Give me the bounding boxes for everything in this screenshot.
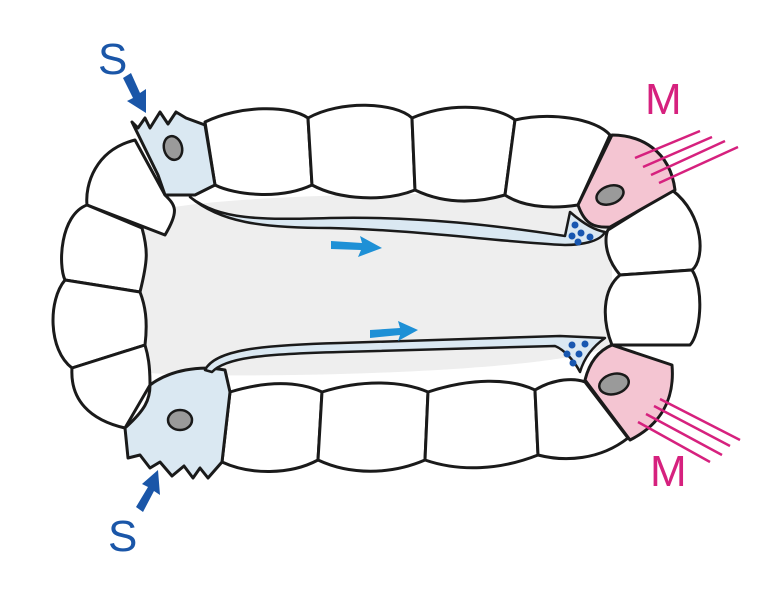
vesicle xyxy=(581,340,589,348)
epithelial-cell xyxy=(503,115,612,209)
motor-label-top: M xyxy=(645,75,682,124)
motor-label-bottom: M xyxy=(650,447,687,496)
epithelial-cell xyxy=(203,107,314,196)
neurite-top xyxy=(188,195,607,247)
epithelial-cell xyxy=(603,268,702,347)
nucleus xyxy=(162,134,184,162)
stimulus-arrow-icon xyxy=(136,470,160,512)
vesicle xyxy=(577,229,585,237)
nucleus xyxy=(598,372,630,396)
epithelial-cell xyxy=(423,379,540,470)
vesicle xyxy=(571,221,579,229)
epithelial-cell xyxy=(410,105,517,203)
vesicle xyxy=(586,233,594,241)
nucleus xyxy=(166,408,194,432)
epithelial-cell xyxy=(220,382,324,473)
vesicle xyxy=(568,232,576,240)
stimulus-arrow-icon xyxy=(123,73,146,113)
vesicle xyxy=(574,238,582,246)
epithelial-cell xyxy=(306,103,417,200)
motor-hairs-top xyxy=(634,129,739,185)
flow-arrow-icon xyxy=(331,236,382,257)
epithelial-cell xyxy=(316,381,430,473)
vesicle xyxy=(569,359,577,367)
vesicle xyxy=(563,350,571,358)
neurite-bottom xyxy=(203,334,607,374)
flow-arrow-icon xyxy=(370,321,418,341)
motor-hairs-bottom xyxy=(637,397,741,464)
sensory-label-top: S xyxy=(98,35,128,84)
nucleus xyxy=(595,184,625,206)
vesicle xyxy=(568,341,576,349)
sensory-label-bottom: S xyxy=(108,512,138,561)
vesicle xyxy=(575,350,583,358)
